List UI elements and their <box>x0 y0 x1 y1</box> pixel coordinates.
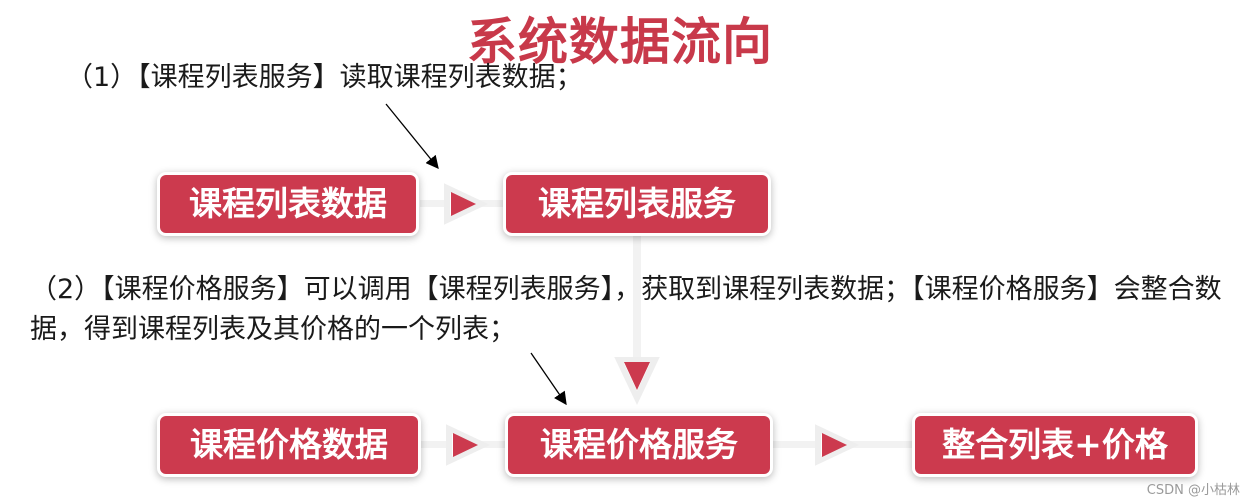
merged-list-price-box: 整合列表+价格 <box>915 416 1195 474</box>
course-list-service-box: 课程列表服务 <box>506 175 768 233</box>
course-price-data-box: 课程价格数据 <box>160 416 418 474</box>
vertical-connector-line <box>633 236 641 376</box>
right-triangle-arrow-inner-2 <box>453 433 478 457</box>
step2-note: （2）【课程价格服务】可以调用【课程列表服务】，获取到课程列表数据；【课程价格服… <box>30 274 1222 345</box>
page-title: 系统数据流向 <box>467 13 773 71</box>
pointer-line-1 <box>385 103 439 170</box>
pointer-line-2 <box>530 352 567 406</box>
right-triangle-arrow-inner-3 <box>822 433 847 457</box>
course-price-service-box: 课程价格服务 <box>508 416 770 474</box>
down-triangle-arrow-inner <box>624 362 650 390</box>
course-list-data-box: 课程列表数据 <box>160 175 416 233</box>
watermark: CSDN @小枯林 <box>1146 483 1240 498</box>
step1-note: （1）【课程列表服务】读取课程列表数据； <box>66 62 583 93</box>
right-triangle-arrow-inner-1 <box>451 192 476 216</box>
